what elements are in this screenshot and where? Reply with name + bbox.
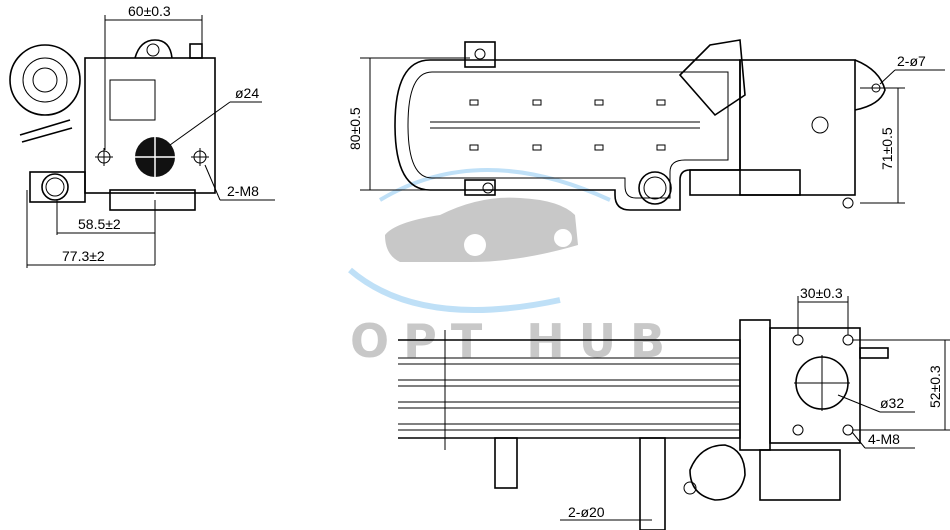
dim-d24: ø24: [235, 85, 259, 101]
car-silhouette-icon: [385, 197, 578, 262]
cooler-tubes: [398, 330, 740, 450]
top-view: 80±0.5 2-ø7 71±0.5: [347, 39, 945, 211]
end-view: 60±0.3 ø24 2-M8 58.5±2 77.3±2: [9, 3, 275, 268]
dim-2-d7: 2-ø7: [897, 53, 926, 69]
watermark-logo: OPT HUB: [348, 168, 679, 368]
dim-2-d20: 2-ø20: [568, 504, 605, 520]
dim-58-5: 58.5±2: [78, 216, 121, 232]
dim-77-3: 77.3±2: [62, 248, 105, 264]
dim-30: 30±0.3: [800, 285, 843, 301]
dim-4-m8: 4-M8: [868, 431, 900, 447]
dim-71: 71±0.5: [879, 127, 895, 170]
dim-52: 52±0.3: [927, 365, 943, 408]
dim-2-m8: 2-M8: [227, 183, 259, 199]
side-view: 30±0.3 52±0.3 ø32 4-M8 2-ø20: [398, 285, 950, 530]
watermark-text: OPT HUB: [350, 314, 679, 368]
cooler-slots: [430, 99, 700, 151]
dim-80: 80±0.5: [347, 107, 363, 150]
dim-60: 60±0.3: [128, 3, 171, 19]
dim-d32: ø32: [880, 395, 904, 411]
